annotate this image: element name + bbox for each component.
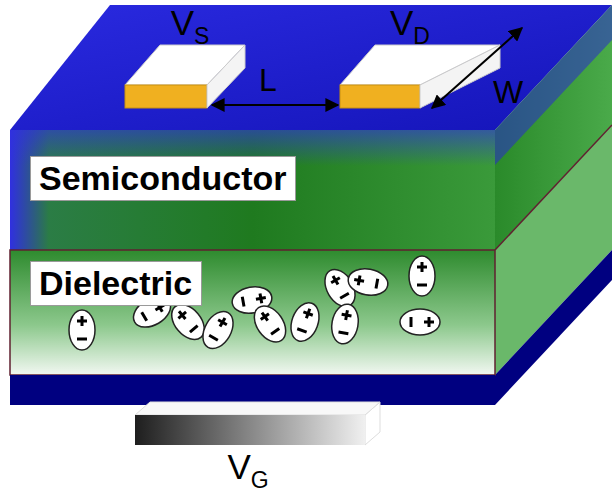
semiconductor-front <box>10 130 495 250</box>
dipole <box>248 300 292 348</box>
dipole <box>286 299 324 345</box>
layer-label-box: Dielectric <box>30 261 202 306</box>
bottom-side <box>495 250 612 405</box>
length-arrow <box>212 104 338 106</box>
layer-label: Dielectric <box>39 264 192 302</box>
drain-voltage: VD <box>390 5 430 48</box>
dipole <box>409 256 435 296</box>
dipole <box>346 266 390 299</box>
semiconductor-front-base <box>10 130 495 250</box>
dipole <box>197 306 240 354</box>
layer-label: Semiconductor <box>39 159 286 197</box>
source-voltage: VS <box>171 5 210 48</box>
source-side <box>207 45 245 108</box>
dipole <box>69 310 95 350</box>
dipole <box>400 309 440 335</box>
substrate-strip <box>10 375 495 405</box>
source-front <box>125 85 207 108</box>
drain-front <box>340 85 420 108</box>
gate-top <box>135 402 380 415</box>
gate-electrode <box>135 415 365 445</box>
channel-length: L <box>259 64 277 96</box>
channel-width: W <box>493 76 523 108</box>
dielectric-front <box>10 250 495 375</box>
semiconductor-top-shade <box>10 130 495 250</box>
gate-voltage: VG <box>227 449 268 492</box>
layer-edge <box>495 125 612 250</box>
drain-side <box>420 45 500 108</box>
dipole <box>329 302 362 346</box>
layer-label-box: Semiconductor <box>30 156 296 201</box>
